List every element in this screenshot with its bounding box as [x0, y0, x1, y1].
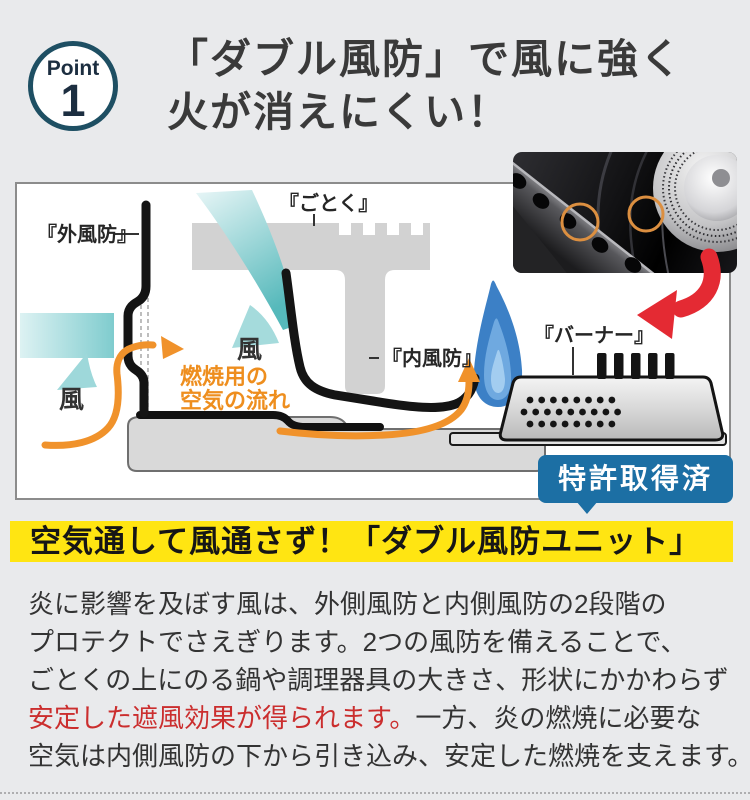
photo-rail-edge	[513, 161, 655, 273]
wind-arrow-left	[20, 313, 114, 358]
flame	[473, 280, 523, 407]
burner-holes	[520, 396, 621, 428]
label-outer-windbreak: 『外風防』	[37, 222, 137, 246]
title-line2: 火が消えにくい！	[167, 89, 511, 135]
description-line4-red: 安定した遮風効果が得られます。	[28, 703, 416, 733]
stove-photo	[513, 152, 737, 273]
description-line5: 空気は内側風防の下から引き込み、安定した燃焼を支えます。	[28, 741, 750, 771]
diagram-box: 『外風防』 『ごとく』 『内風防』 『バーナー』 風 風 燃焼用の 空気の流れ	[15, 182, 731, 500]
bottom-dotted-divider	[0, 792, 750, 794]
label-burner: 『バーナー』	[534, 323, 654, 347]
airflow-label-line1: 燃焼用の	[180, 364, 268, 389]
description-line4-black: 一方、炎の燃焼に必要な	[415, 703, 702, 733]
highlight-bar: 空気通して風通さず！「ダブル風防ユニット」	[10, 521, 733, 562]
description-line2: プロテクトでさえぎります。2つの風防を備えることで、	[28, 627, 687, 657]
stove-base	[127, 416, 546, 472]
wind-arrow-left-head	[57, 353, 97, 390]
outer-windbreak-line	[123, 200, 151, 418]
wind-swoosh	[196, 190, 297, 330]
wind-label-left: 風	[59, 386, 84, 414]
patent-badge-text: 特許取得済	[557, 463, 713, 494]
windbreak-diagram: 『外風防』 『ごとく』 『内風防』 『バーナー』 風 風 燃焼用の 空気の流れ	[20, 190, 727, 472]
red-arrow	[637, 248, 721, 339]
patent-badge: 特許取得済	[538, 455, 733, 514]
point-label: Point	[46, 57, 100, 80]
airflow-arrow-left-head	[161, 336, 184, 359]
airflow-label-line2: 空気の流れ	[180, 388, 290, 413]
wind-swoosh-arrowhead	[232, 305, 279, 348]
airflow-arrow-left	[41, 341, 157, 449]
description: 炎に影響を及ぼす風は、外側風防と内側風防の2段階の プロテクトでさえぎります。2…	[28, 585, 750, 775]
description-line3: ごとくの上にのる鍋や調理器具の大きさ、形状にかかわらず	[28, 665, 729, 695]
base-edge	[136, 411, 384, 431]
point-number: 1	[60, 75, 86, 126]
stove-photo-art	[513, 152, 737, 273]
burner-prongs	[597, 353, 675, 379]
photo-highlight-circles	[560, 195, 665, 242]
title-line1: 「ダブル風防」で風に強く	[167, 36, 683, 82]
airflow-arrow-right-head	[458, 358, 480, 382]
page-title: 「ダブル風防」で風に強く 火が消えにくい！	[167, 33, 683, 139]
description-line1: 炎に影響を及ぼす風は、外側風防と内側風防の2段階の	[28, 589, 667, 619]
label-gotoku: 『ごとく』	[279, 191, 378, 215]
highlight-text: 空気通して風通さず！「ダブル風防ユニット」	[30, 524, 702, 559]
wind-label-center: 風	[237, 336, 262, 364]
label-connectors	[115, 214, 574, 375]
burner-dome	[498, 375, 725, 442]
airflow-arrow-right	[276, 378, 473, 440]
point-badge: Point 1	[28, 41, 118, 131]
description-line4: 安定した遮風効果が得られます。一方、炎の燃焼に必要な	[28, 699, 750, 737]
label-inner-windbreak: 『内風防』	[382, 346, 482, 370]
photo-burner-ring	[653, 152, 737, 252]
